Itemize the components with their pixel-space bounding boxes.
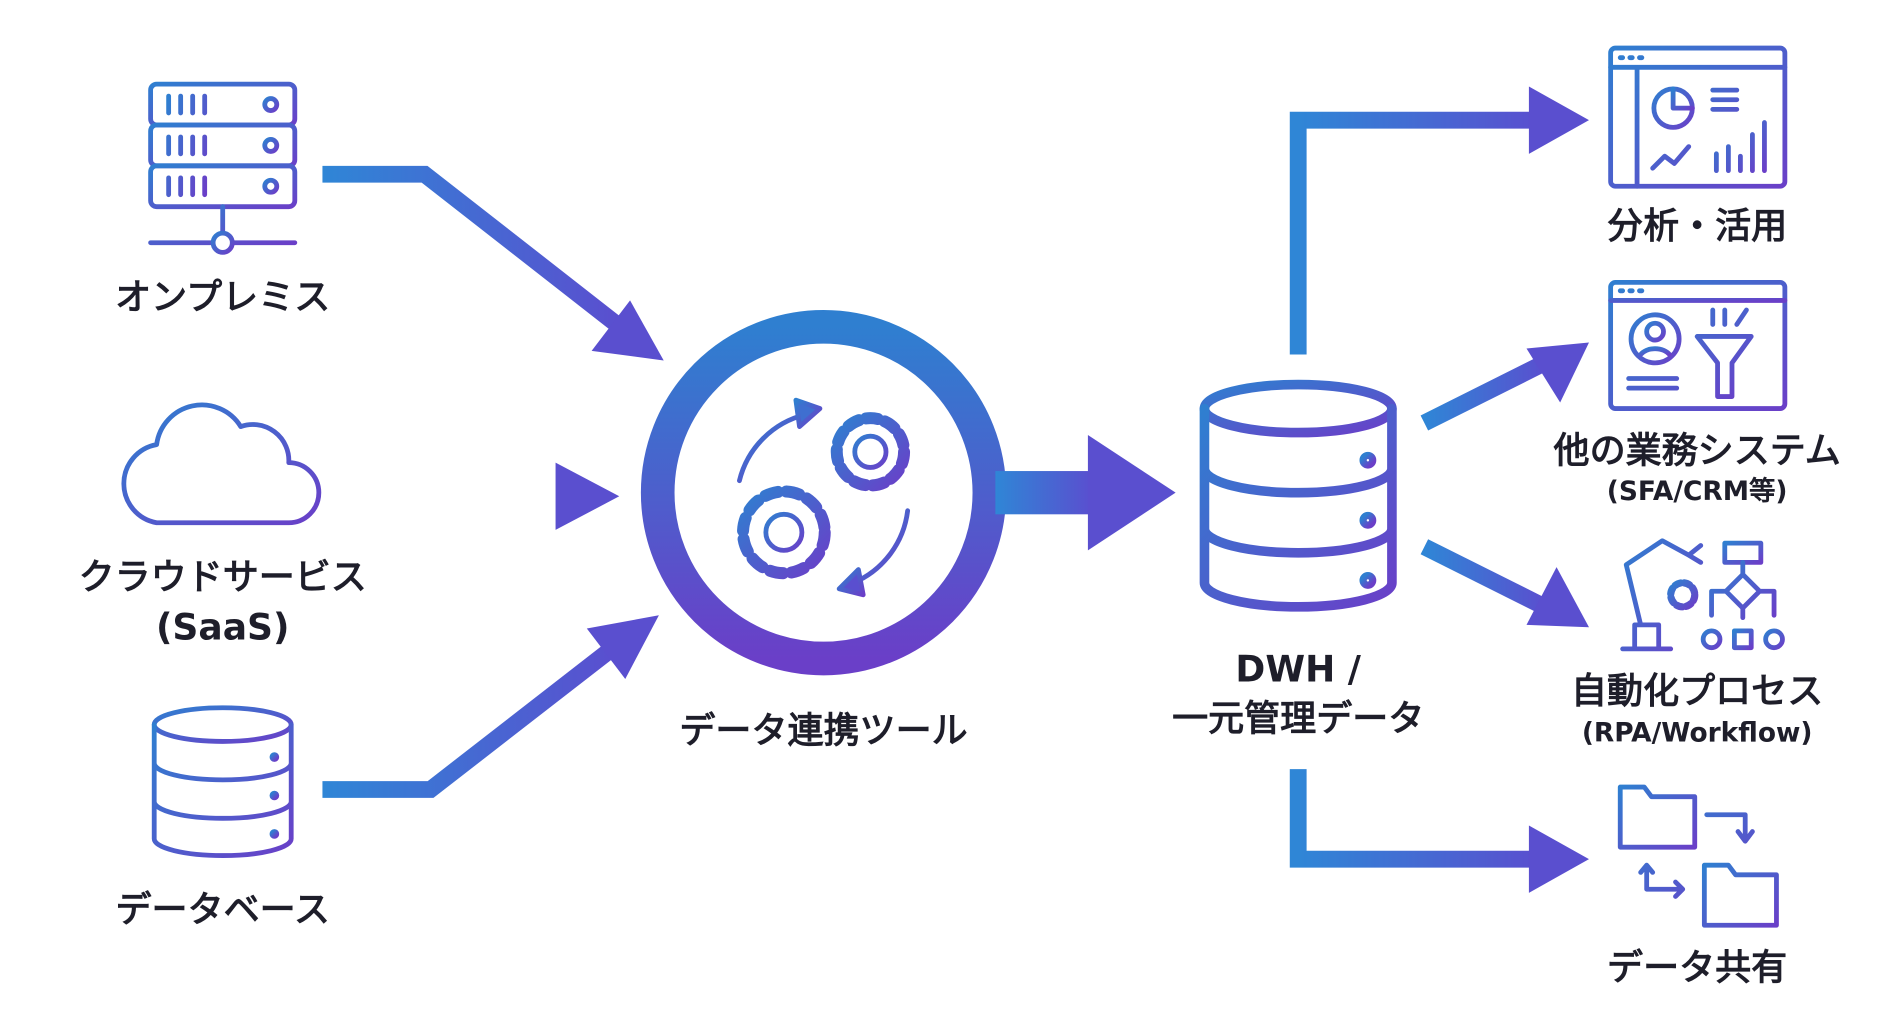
output-sublabel-systems: (SFA/CRM等) (1607, 476, 1788, 507)
cloud-icon (121, 402, 322, 526)
gears-sync-icon (737, 397, 911, 598)
robot-workflow-icon (1620, 538, 1785, 652)
arrow-database-to-tool (322, 615, 659, 798)
arrow-dwh-to-systems (1420, 342, 1589, 431)
arrow-tool-to-dwh (995, 435, 1176, 551)
arrow-dwh-to-sharing (1289, 769, 1589, 893)
crm-funnel-icon (1608, 279, 1788, 411)
source-label-cloud: クラウドサービス (79, 557, 367, 598)
database-icon (151, 705, 294, 858)
output-sublabel-automation: (RPA/Workflow) (1582, 717, 1813, 748)
output-label-sharing: データ共有 (1607, 946, 1787, 988)
dwh-database-icon (1199, 379, 1397, 612)
server-icon (148, 81, 298, 255)
source-label-onpremise: オンプレミス (115, 277, 330, 318)
source-label-database: データベース (116, 889, 330, 931)
arrow-dwh-to-automation (1420, 539, 1589, 628)
tool-label: データ連携ツール (679, 710, 967, 752)
arrow-onpremise-to-tool (322, 165, 664, 361)
tool-ring (640, 310, 1007, 676)
output-label-analytics: 分析・活用 (1607, 206, 1787, 247)
output-label-automation: 自動化プロセス (1571, 671, 1823, 712)
dashboard-icon (1608, 45, 1788, 189)
dwh-label-line2: 一元管理データ (1172, 698, 1424, 740)
dwh-label-line1: DWH / (1235, 649, 1361, 690)
arrow-dwh-to-analytics (1289, 86, 1589, 355)
folder-share-icon (1617, 784, 1779, 928)
output-label-systems: 他の業務システム (1553, 431, 1841, 472)
source-sublabel-cloud: (SaaS) (156, 607, 289, 648)
arrow-cloud-to-tool (342, 462, 620, 530)
